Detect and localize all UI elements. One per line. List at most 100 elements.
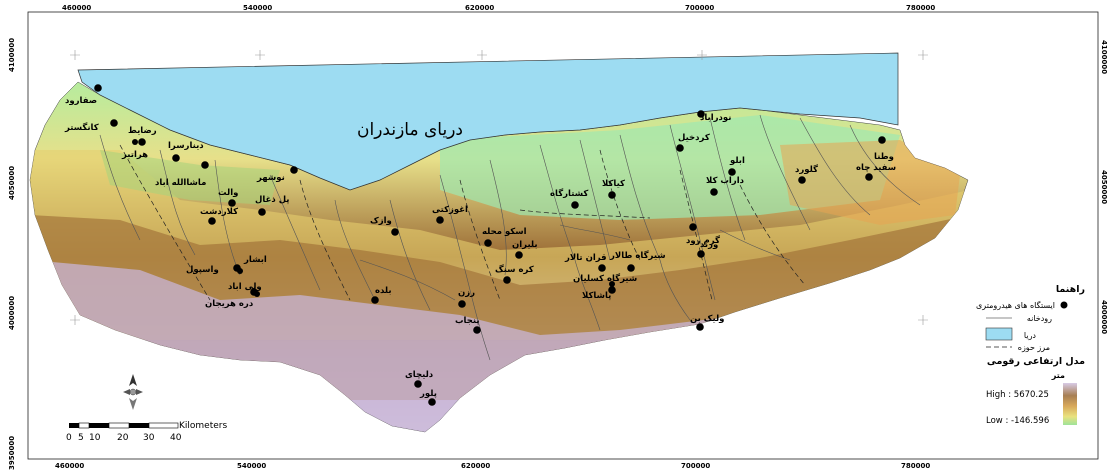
legend-dem-ramp bbox=[1063, 383, 1077, 425]
station-label: بلده bbox=[375, 286, 392, 296]
legend-river-label: رودخانه bbox=[1027, 314, 1052, 323]
top-tick-3: 620000 bbox=[465, 4, 494, 12]
legend-sea-label: دریا bbox=[1024, 331, 1037, 340]
station[interactable]: کانگستر bbox=[64, 119, 118, 133]
station[interactable]: کشتارگاه bbox=[550, 188, 588, 209]
station[interactable]: پنجاب bbox=[455, 316, 481, 334]
station-label: داراب کلا bbox=[706, 176, 745, 186]
station[interactable]: قران تالار bbox=[564, 253, 607, 272]
station-label: دلیچای bbox=[405, 370, 434, 380]
station-label: سفید چاه bbox=[856, 163, 896, 173]
station-label: واسپول bbox=[186, 265, 219, 275]
station-label: قران تالار bbox=[564, 253, 607, 263]
legend-title: راهنما bbox=[1056, 284, 1085, 295]
station[interactable]: پاشاکلا bbox=[582, 286, 616, 301]
station[interactable]: داراب کلا bbox=[706, 176, 745, 196]
station[interactable]: رزن bbox=[458, 288, 475, 308]
scale-unit: Kilometers bbox=[179, 421, 227, 431]
station[interactable]: کیاکلا bbox=[602, 179, 625, 199]
station-label: وطنا bbox=[874, 152, 894, 162]
station[interactable]: دلیچای bbox=[405, 370, 434, 388]
legend-high: High : 5670.25 bbox=[986, 390, 1049, 400]
station-label: اسکو محله bbox=[482, 227, 527, 237]
station[interactable]: نودراباد bbox=[697, 110, 731, 123]
top-tick-4: 700000 bbox=[685, 4, 714, 12]
station[interactable]: کلاردشت bbox=[200, 207, 238, 225]
station[interactable]: اغوزکتی bbox=[432, 205, 468, 224]
top-tick-5: 780000 bbox=[906, 4, 935, 12]
station-label: شیرگاه کسلیان bbox=[573, 273, 637, 284]
station-label: ابشار bbox=[243, 255, 267, 265]
left-tick-1: 4100000 bbox=[8, 38, 16, 72]
station[interactable]: صفارود bbox=[65, 84, 102, 106]
scale-label-5: 5 bbox=[78, 433, 84, 443]
station-label: کردخیل bbox=[678, 133, 710, 143]
scale-label-10: 10 bbox=[89, 433, 101, 443]
right-tick-2: 4050000 bbox=[1100, 170, 1108, 204]
station[interactable]: ورند bbox=[697, 240, 718, 258]
station[interactable]: گرم رود bbox=[686, 223, 720, 246]
station[interactable]: رضایط bbox=[128, 126, 157, 146]
scale-label-0: 0 bbox=[66, 433, 72, 443]
basin-boundaries bbox=[119, 144, 806, 301]
river-network bbox=[99, 114, 921, 361]
station[interactable]: شیرگاه کسلیان bbox=[573, 273, 637, 287]
axis-tick-labels: 460000 540000 620000 700000 780000 46000… bbox=[8, 4, 1108, 470]
station[interactable]: پل ذغال bbox=[255, 195, 289, 216]
station-label: کشتارگاه bbox=[550, 188, 588, 199]
station-label: وازک bbox=[370, 216, 392, 226]
station-label: اغوزکتی bbox=[432, 205, 468, 215]
station-label: گلورد bbox=[795, 164, 818, 175]
north-arrow-icon bbox=[129, 374, 137, 386]
station[interactable]: اسکو محله bbox=[482, 227, 527, 247]
station-label: دینارسرا bbox=[168, 141, 204, 151]
station[interactable]: ابلو bbox=[728, 156, 745, 176]
station-label: کره سنگ bbox=[495, 264, 534, 275]
station[interactable]: ولیک بن bbox=[690, 314, 724, 331]
station-label: پاشاکلا bbox=[582, 291, 611, 301]
station[interactable]: پلور bbox=[419, 389, 437, 406]
top-tick-1: 460000 bbox=[62, 4, 91, 12]
legend-unit: متر bbox=[1051, 371, 1065, 380]
station[interactable]: ماشاالله اباد bbox=[155, 161, 209, 188]
left-tick-4: 3950000 bbox=[8, 436, 16, 470]
legend-basin-label: مرز حوزه bbox=[1018, 343, 1050, 352]
station-label: پلور bbox=[419, 389, 437, 399]
station[interactable]: کره سنگ bbox=[495, 264, 534, 284]
station-label: گرم رود bbox=[686, 235, 720, 246]
grid-crosses bbox=[70, 50, 928, 325]
station[interactable]: بلده bbox=[371, 286, 392, 304]
station-label: نوشهر bbox=[256, 173, 285, 183]
station[interactable]: وازک bbox=[370, 216, 399, 236]
left-tick-3: 4000000 bbox=[8, 296, 16, 330]
station-label: ولی اباد bbox=[228, 282, 262, 292]
legend: راهنما ایستگاه های هیدرومتری رودخانه دری… bbox=[976, 284, 1085, 426]
bottom-tick-1: 460000 bbox=[55, 462, 84, 470]
station[interactable]: سفید چاه bbox=[856, 163, 896, 181]
top-tick-2: 540000 bbox=[243, 4, 272, 12]
north-arrow bbox=[123, 374, 143, 410]
station[interactable]: دره هریجان bbox=[205, 291, 260, 309]
legend-station-symbol bbox=[1060, 301, 1068, 309]
station[interactable]: شیرگاه طالار bbox=[609, 250, 666, 272]
station[interactable]: گلورد bbox=[795, 164, 818, 184]
bottom-tick-2: 540000 bbox=[237, 462, 266, 470]
station[interactable]: واسپول bbox=[186, 265, 243, 275]
scale-label-40: 40 bbox=[170, 433, 182, 443]
station-label: کلاردشت bbox=[200, 207, 238, 217]
station[interactable]: هراتبر bbox=[121, 139, 148, 160]
station[interactable]: نوشهر bbox=[256, 166, 298, 183]
station[interactable]: کردخیل bbox=[676, 133, 710, 152]
station[interactable]: والت bbox=[218, 188, 238, 207]
station[interactable]: بلیران bbox=[512, 240, 538, 259]
station[interactable]: دینارسرا bbox=[168, 141, 204, 162]
scale-label-20: 20 bbox=[117, 433, 129, 443]
legend-station-label: ایستگاه های هیدرومتری bbox=[976, 300, 1055, 310]
station-label: ابلو bbox=[729, 156, 745, 166]
station[interactable]: وطنا bbox=[874, 136, 894, 162]
scale-label-30: 30 bbox=[143, 433, 155, 443]
station-label: ولیک بن bbox=[690, 314, 724, 324]
station-label: پل ذغال bbox=[255, 195, 289, 205]
legend-sea-symbol bbox=[985, 327, 1013, 341]
